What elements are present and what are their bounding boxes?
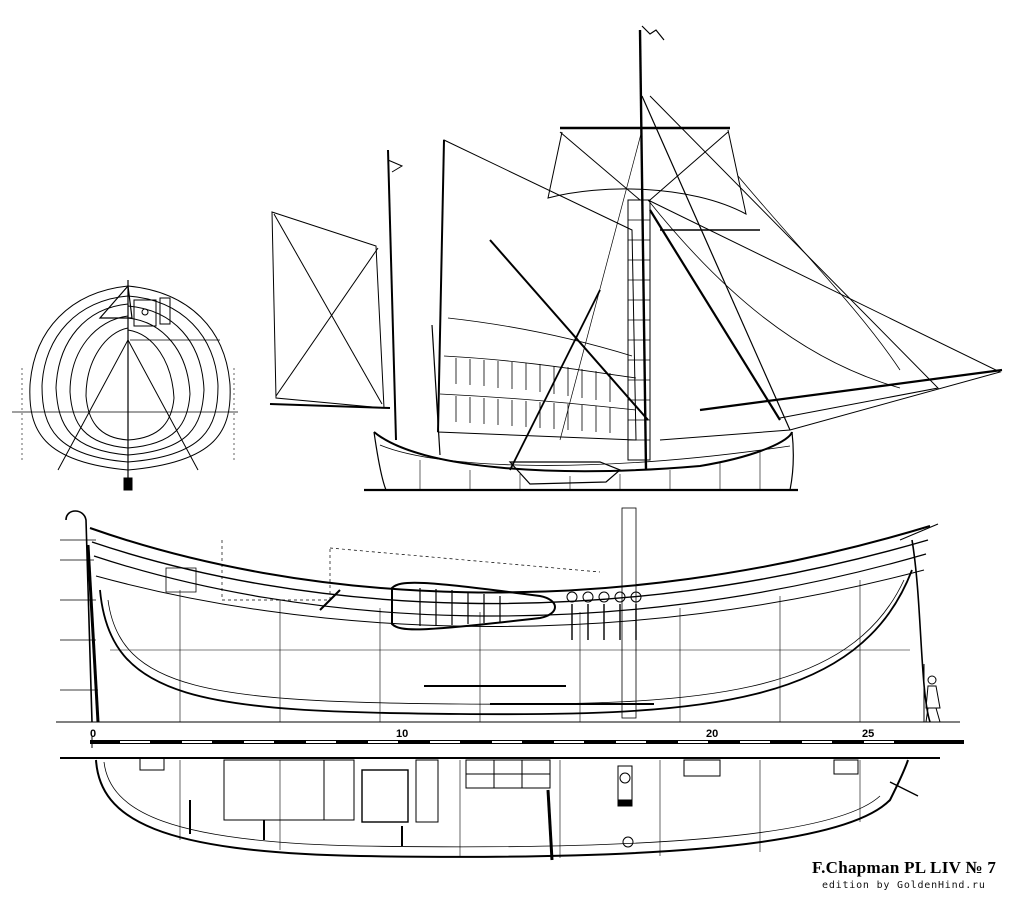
scale-label-0: 0	[90, 728, 97, 740]
scale-label-10: 10	[396, 728, 409, 740]
body-plan	[12, 280, 238, 491]
scale-figure	[923, 664, 941, 723]
scale-bar	[90, 736, 964, 748]
sheer-plan	[56, 507, 960, 723]
deck-plan	[60, 757, 940, 861]
edition-credit: edition by GoldenHind.ru	[822, 880, 986, 891]
plate-caption: F.Chapman PL LIV № 7	[812, 858, 997, 877]
sail-plan	[269, 25, 1003, 492]
scale-label-20: 20	[706, 728, 719, 740]
scale-label-25: 25	[862, 728, 875, 740]
